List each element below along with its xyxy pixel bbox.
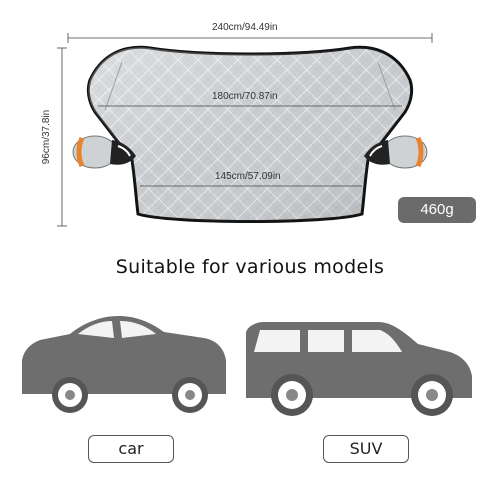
headline: Suitable for various models <box>115 256 385 278</box>
bottom-width-label: 145cm/57.09in <box>215 171 281 182</box>
height-label: 96cm/37.8in <box>41 109 52 165</box>
weight-badge: 460g <box>398 197 476 223</box>
windshield-cover <box>86 45 414 223</box>
right-mirror-cover <box>364 135 428 169</box>
left-mirror-cover <box>72 135 136 169</box>
sedan-car-icon <box>22 316 226 413</box>
middle-width-label: 180cm/70.87in <box>212 91 278 102</box>
car-label: car <box>88 435 174 463</box>
total-width-label: 240cm/94.49in <box>212 22 278 33</box>
suv-icon <box>246 322 472 416</box>
suv-label: SUV <box>323 435 409 463</box>
